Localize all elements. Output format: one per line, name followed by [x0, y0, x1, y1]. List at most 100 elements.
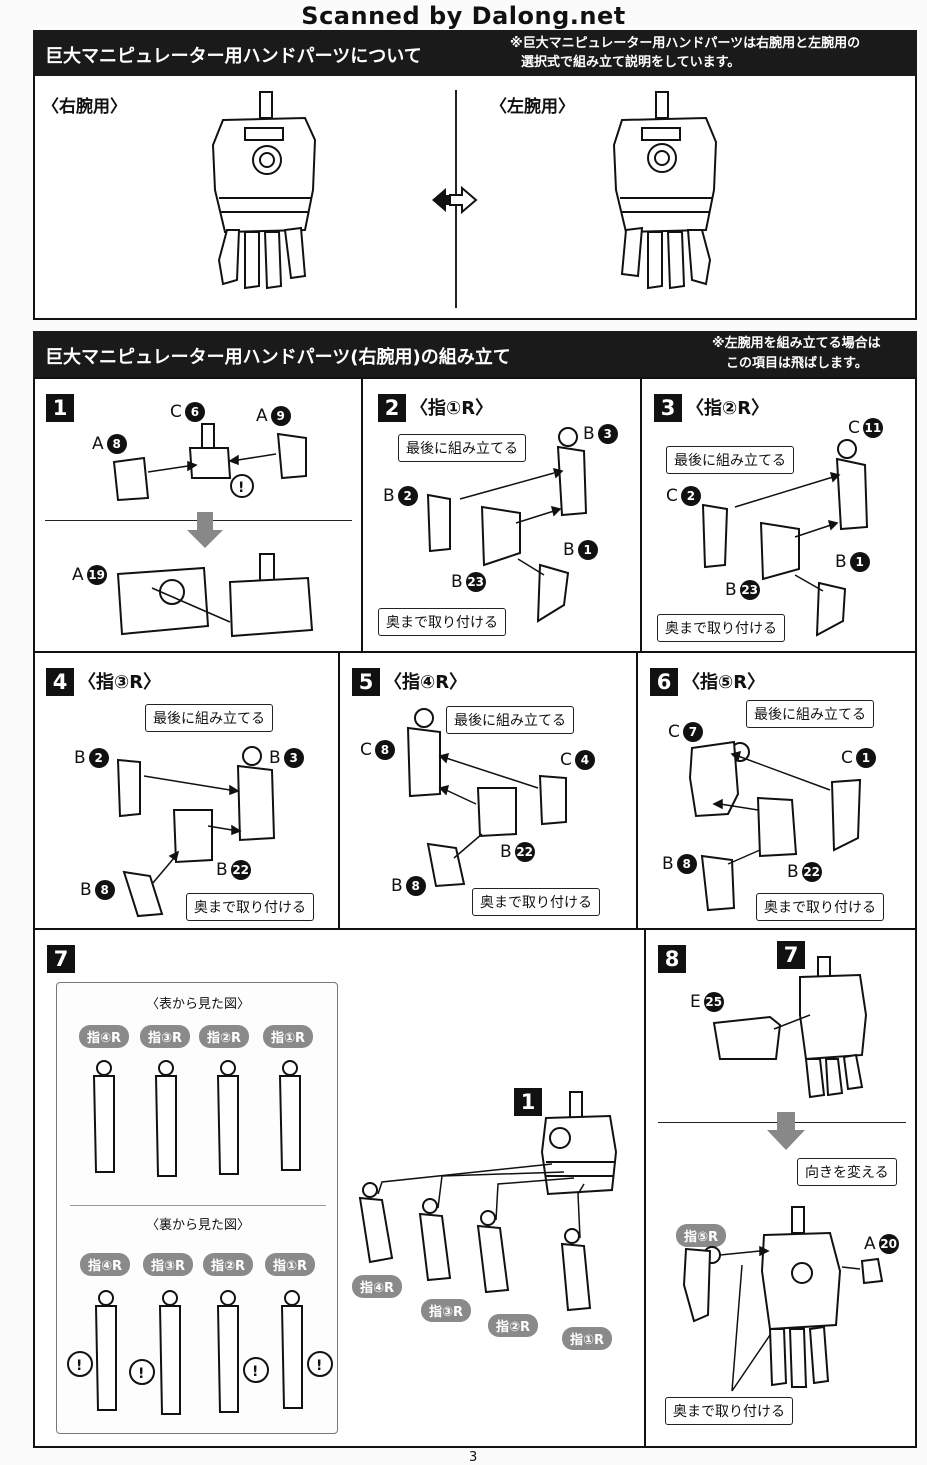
svg-text:!: !: [76, 1358, 82, 1374]
left-arm-label: 〈左腕用〉: [490, 97, 575, 117]
step8-callout-change-direction: 向きを変える: [797, 1158, 897, 1186]
step1-assembly-illustration: [116, 553, 314, 638]
back-finger2r-pill: 指②R: [203, 1253, 254, 1276]
section-hand-parts-about: [33, 30, 917, 320]
swap-arrow-icon: [432, 185, 478, 215]
step-3-title: 〈指②R〉: [686, 398, 770, 419]
svg-text:!: !: [316, 1358, 322, 1374]
step-6-title: 〈指⑤R〉: [682, 672, 766, 693]
step-1-number: 1: [46, 394, 74, 422]
step-4-panel: [33, 651, 340, 930]
step1-down-arrow-icon: [187, 512, 223, 548]
step5-callout-assemble-last: 最後に組み立てる: [446, 706, 574, 734]
step7-fingers-insert-illustration: [358, 1163, 592, 1312]
section1-note-line1: ※巨大マニピュレーター用ハンドパーツは右腕用と左腕用の: [510, 36, 861, 51]
step7-finger1r-pill: 指①R: [562, 1327, 613, 1350]
svg-text:!: !: [252, 1364, 258, 1380]
right-hand-illustration: [211, 91, 317, 290]
step3-finger2-illustration: [701, 439, 869, 637]
step2-finger1-illustration: [426, 427, 588, 623]
step6-callout-attach-fully: 奥まで取り付ける: [756, 893, 884, 921]
front-finger4r-pill: 指④R: [79, 1025, 130, 1048]
step-7-number: 7: [47, 945, 75, 973]
front-finger3r-pill: 指③R: [140, 1025, 191, 1048]
step-3-number: 3: [654, 394, 682, 422]
step8-final-assembly-illustration: [682, 1206, 884, 1392]
step7-finger2r-pill: 指②R: [488, 1314, 539, 1337]
step-2-title: 〈指①R〉: [410, 398, 494, 419]
svg-text:!: !: [138, 1366, 144, 1382]
step4-finger3-illustration: [116, 746, 276, 918]
step3-callout-assemble-last: 最後に組み立てる: [666, 446, 794, 474]
section2-title: 巨大マニピュレーター用ハンドパーツ(右腕用)の組み立て: [45, 347, 511, 368]
step2-callout-attach-fully: 奥まで取り付ける: [378, 608, 506, 636]
step-8-number: 8: [658, 945, 686, 973]
step-6-number: 6: [650, 668, 678, 696]
step7-finger3r-pill: 指③R: [421, 1299, 472, 1322]
step-2-number: 2: [378, 394, 406, 422]
step-4-number: 4: [46, 668, 74, 696]
step7-finger4r-pill: 指④R: [352, 1275, 403, 1298]
svg-text:!: !: [238, 480, 244, 496]
step-5-title: 〈指④R〉: [384, 672, 468, 693]
step4-callout-assemble-last: 最後に組み立てる: [145, 704, 273, 732]
section2-note-line2: この項目は飛ばします。: [726, 356, 868, 371]
step8-down-arrow-icon: [767, 1112, 805, 1150]
front-finger1r-pill: 指①R: [263, 1025, 314, 1048]
step2-callout-assemble-last: 最後に組み立てる: [398, 434, 526, 462]
step8-callout-attach-fully: 奥まで取り付ける: [665, 1397, 793, 1425]
step1-parts-illustration: !: [112, 423, 307, 502]
step-4-title: 〈指③R〉: [78, 672, 162, 693]
step8-hand-cover-illustration: [712, 956, 868, 1099]
step-5-number: 5: [352, 668, 380, 696]
section1-note-line2: 選択式で組み立て説明をしています。: [521, 55, 741, 70]
step6-finger5-illustration: [688, 740, 862, 912]
back-finger3r-pill: 指③R: [143, 1253, 194, 1276]
step8-ref-step7-badge: 7: [777, 941, 805, 969]
section2-note-line1: ※左腕用を組み立てる場合は: [712, 336, 881, 351]
back-view-label: 〈裏から見た図〉: [146, 1218, 251, 1233]
step6-callout-assemble-last: 最後に組み立てる: [746, 700, 874, 728]
back-view-fingers-illustration: !! !!: [67, 1290, 333, 1415]
step7-ref-step1-badge: 1: [514, 1088, 542, 1116]
step3-callout-attach-fully: 奥まで取り付ける: [657, 614, 785, 642]
step5-callout-attach-fully: 奥まで取り付ける: [472, 888, 600, 916]
step4-callout-attach-fully: 奥まで取り付ける: [186, 893, 314, 921]
step5-finger4-illustration: [406, 708, 567, 888]
step7-hand-body-illustration: [540, 1091, 618, 1196]
right-arm-label: 〈右腕用〉: [42, 97, 127, 117]
back-finger1r-pill: 指①R: [265, 1253, 316, 1276]
page-number: 3: [469, 1450, 478, 1465]
step8-finger5r-pill: 指⑤R: [676, 1224, 727, 1247]
section1-header-bar: [33, 30, 917, 76]
section2-header-bar: [33, 331, 917, 377]
front-view-divider: [70, 1205, 326, 1206]
front-view-fingers-illustration: [92, 1060, 301, 1177]
front-view-label: 〈表から見た図〉: [146, 997, 251, 1012]
back-finger4r-pill: 指④R: [80, 1253, 131, 1276]
